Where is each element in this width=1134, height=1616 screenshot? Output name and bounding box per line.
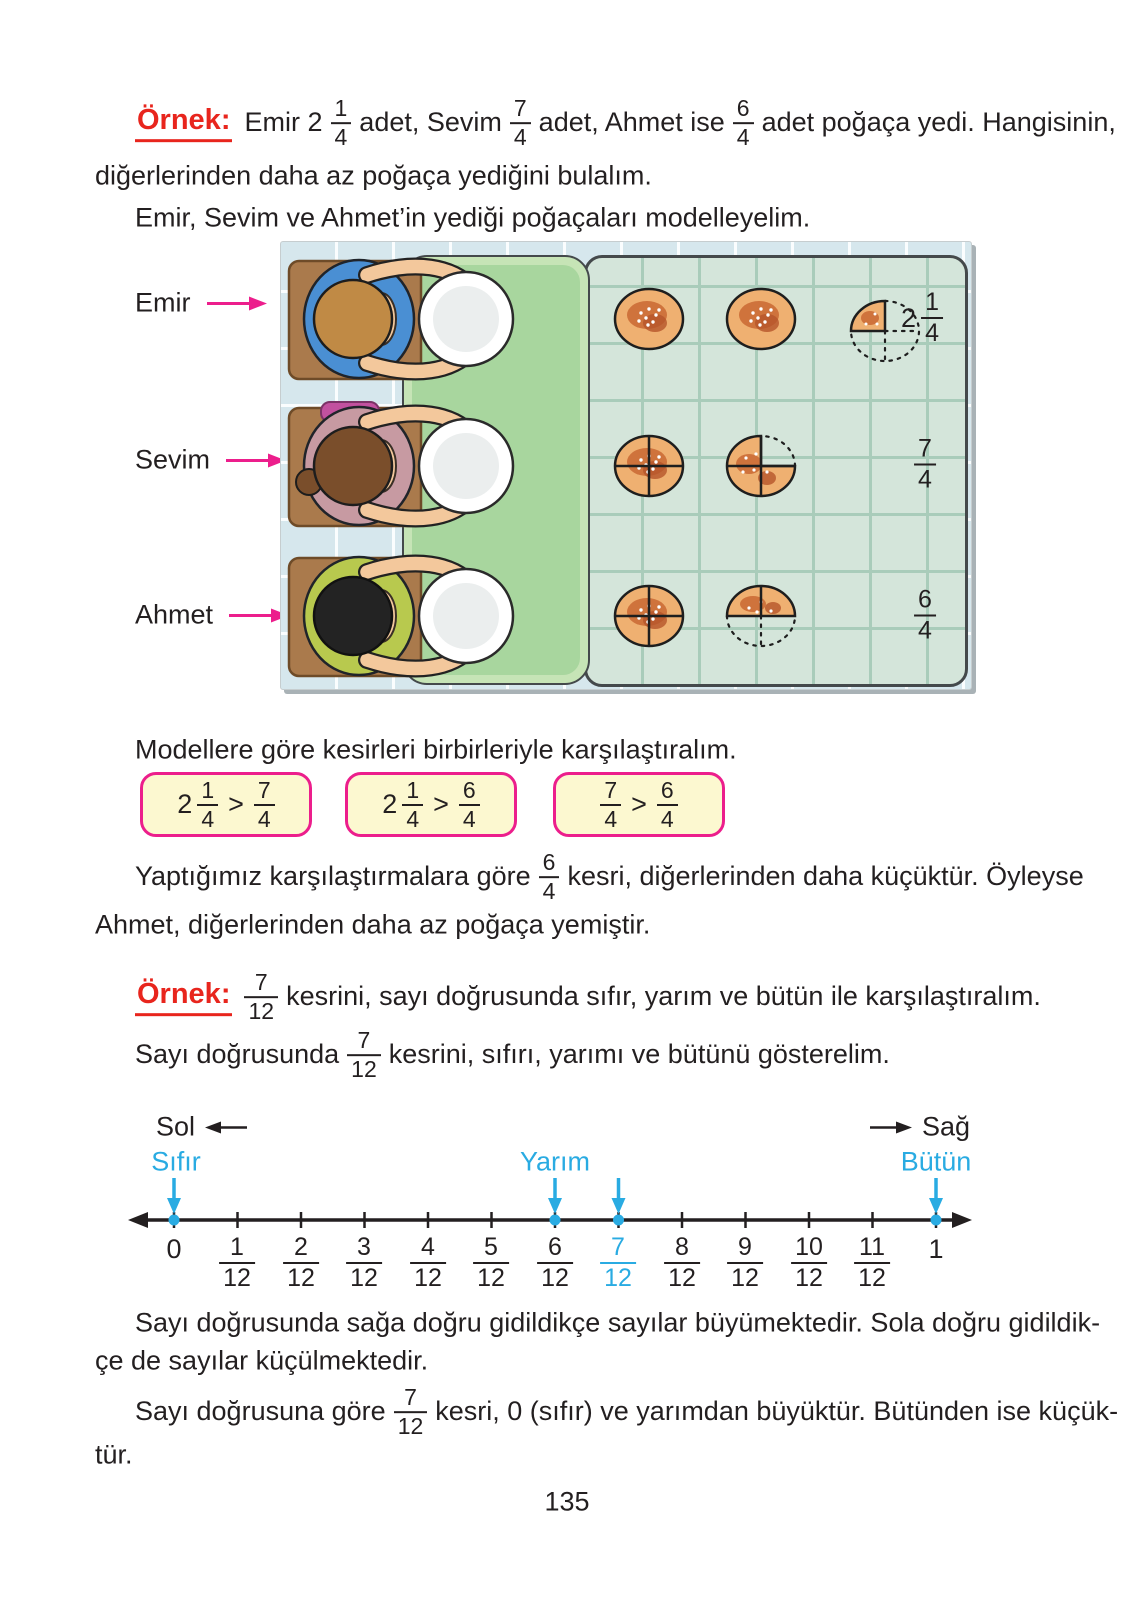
pastry-sevim-three-quarters <box>725 434 797 498</box>
child-emir <box>287 257 480 381</box>
illustration-drawing <box>287 255 921 685</box>
figure-label-sevim: Sevim <box>135 445 287 476</box>
pastry-ahmet-half <box>725 584 797 648</box>
plate-sevim <box>417 417 515 515</box>
example1-text1: Emir 2 <box>244 107 323 138</box>
example1-label: Örnek: <box>135 104 233 142</box>
pastry-emir-whole-1 <box>613 287 685 351</box>
result-line2: Ahmet, diğerlerinden daha az poğaça yemi… <box>95 909 651 940</box>
tick-label-1: 1 <box>928 1234 944 1264</box>
arrow-right-icon <box>870 1121 912 1133</box>
arrow-right-icon <box>226 453 287 467</box>
child-ahmet <box>287 554 480 678</box>
pastry-emir-whole-2 <box>725 287 797 351</box>
page-number: 135 <box>544 1486 590 1517</box>
tick-label-0: 0 <box>166 1234 182 1264</box>
example1-text4: adet poğaça yedi. Hangisinin, <box>761 107 1116 138</box>
example1-text2: adet, Sevim <box>359 107 502 138</box>
direction-left: Sol <box>156 1112 249 1143</box>
example1-line2: diğerlerinden daha az poğaça yediğini bu… <box>95 160 652 191</box>
cafeteria-illustration <box>280 241 972 690</box>
pointer-arrows <box>167 1178 943 1214</box>
arrow-right-icon <box>206 296 267 310</box>
example2-label: Örnek: <box>135 978 233 1016</box>
example1-line3: Emir, Sevim ve Ahmet’in yediği poğaçalar… <box>135 202 811 233</box>
point-dots <box>168 1214 942 1226</box>
plate-emir <box>417 270 515 368</box>
pastry-sevim-whole <box>613 434 685 498</box>
closing1-line2: çe de sayılar küçülmektedir. <box>95 1345 429 1376</box>
label-zero: Sıfır <box>151 1146 201 1177</box>
closing1-line1: Sayı doğrusunda sağa doğru gidildikçe sa… <box>135 1307 1101 1338</box>
figure-label-ahmet: Ahmet <box>135 600 290 631</box>
compare-intro: Modellere göre kesirleri birbirleriyle k… <box>135 734 737 765</box>
pastry-ahmet-whole <box>613 584 685 648</box>
figure-label-emir: Emir <box>135 288 267 319</box>
label-half: Yarım <box>519 1146 591 1177</box>
example1-text3: adet, Ahmet ise <box>538 107 725 138</box>
closing2-line2: tür. <box>95 1439 133 1470</box>
label-whole: Bütün <box>900 1146 972 1177</box>
direction-right: Sağ <box>868 1112 970 1143</box>
arrow-left-icon <box>205 1121 248 1133</box>
number-line <box>128 1178 972 1228</box>
pastry-emir-quarter <box>849 299 921 363</box>
plate-ahmet <box>417 567 515 665</box>
